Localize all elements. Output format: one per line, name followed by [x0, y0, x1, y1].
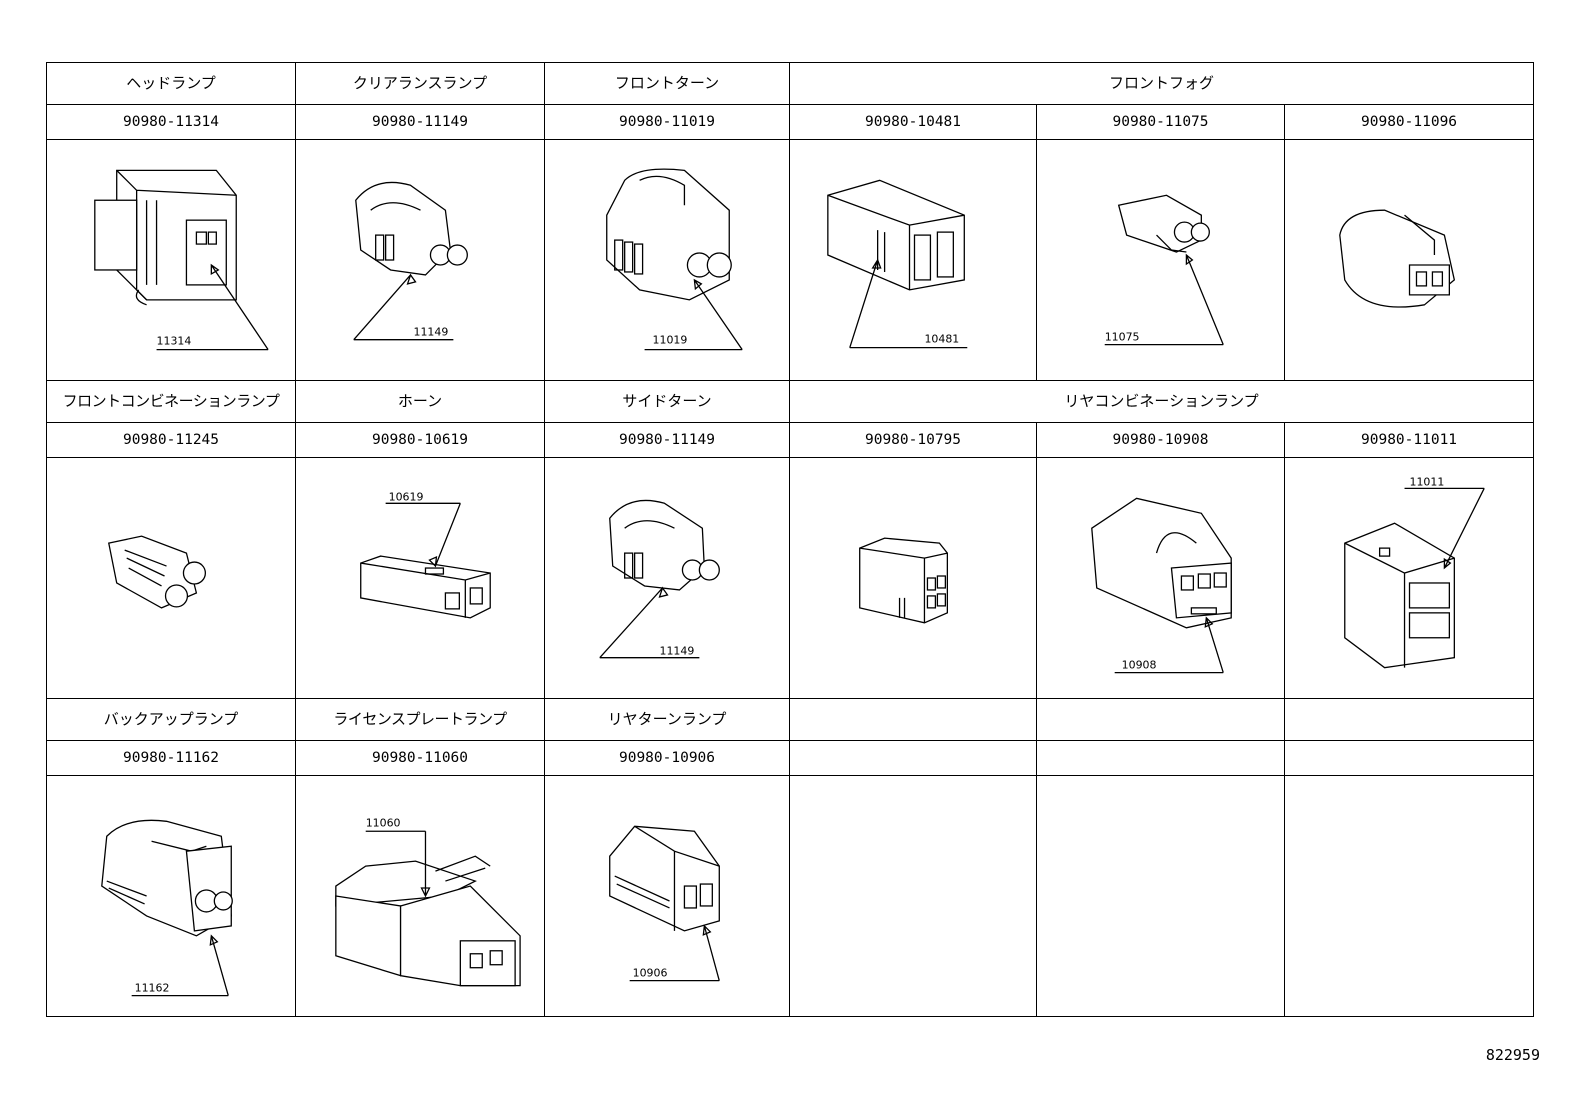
part-number: 90980-11011 [1283, 422, 1535, 458]
connector-illustration: 11060 [335, 816, 521, 987]
label-backup-lamp: バックアップランプ [46, 698, 296, 741]
connector-illustration: 11314 [94, 169, 269, 351]
connector-table: ヘッドランプ クリアランスランプ フロントターン フロントフォグ 90980-1… [46, 62, 1535, 1028]
part-number: 90980-10481 [789, 104, 1037, 140]
label-front-combination-lamp: フロントコンビネーションランプ [46, 380, 296, 423]
connector-illustration [859, 537, 949, 624]
connector-illustration: 10906 [609, 825, 720, 982]
label-clearance-lamp: クリアランスランプ [295, 62, 545, 105]
part-number: 90980-10619 [295, 422, 545, 458]
connector-drawing-10908: 10908 [1036, 457, 1285, 699]
connector-drawing-10619: 10619 [295, 457, 545, 699]
connector-drawing-10906: 10906 [544, 775, 790, 1017]
part-number: 90980-10795 [789, 422, 1037, 458]
callout-label: 11019 [653, 334, 688, 347]
connector-illustration: 11149 [353, 181, 468, 341]
connector-illustration: 11011 [1344, 475, 1485, 669]
part-number: 90980-11096 [1283, 104, 1535, 140]
connector-drawing-11245 [46, 457, 296, 699]
connector-illustration: 11019 [606, 168, 743, 351]
label-empty [1036, 698, 1285, 741]
connector-drawing-11314: 11314 [46, 139, 296, 381]
connector-drawing-11149: 11149 [295, 139, 545, 381]
callout-label: 10908 [1122, 659, 1157, 672]
empty-cell [1036, 775, 1285, 1017]
connector-illustration: 10908 [1091, 497, 1232, 674]
connector-illustration: 11149 [599, 499, 720, 659]
callout-label: 10619 [389, 490, 424, 503]
label-headlamp: ヘッドランプ [46, 62, 296, 105]
part-number: 90980-11314 [46, 104, 296, 140]
connector-illustration: 10481 [827, 179, 968, 349]
callout-label: 10481 [924, 333, 959, 346]
empty-cell [789, 775, 1037, 1017]
connector-drawing-11019: 11019 [544, 139, 790, 381]
connector-drawing-11060: 11060 [295, 775, 545, 1017]
callout-label: 10906 [633, 967, 668, 980]
connector-grid: ヘッドランプ クリアランスランプ フロントターン フロントフォグ 90980-1… [46, 62, 1535, 1017]
connector-drawing-11075: 11075 [1036, 139, 1285, 381]
connector-drawing-11011: 11011 [1283, 457, 1535, 699]
connector-illustration: 11162 [101, 819, 233, 997]
part-number [1283, 740, 1535, 776]
part-number [789, 740, 1037, 776]
callout-label: 11011 [1410, 475, 1445, 488]
callout-label: 11149 [414, 326, 449, 339]
callout-label: 11162 [135, 982, 170, 995]
connector-illustration [1339, 209, 1456, 308]
connector-drawing-10481: 10481 [789, 139, 1037, 381]
part-number [1036, 740, 1285, 776]
label-horn: ホーン [295, 380, 545, 423]
connector-illustration [107, 535, 207, 609]
connector-drawing-11096 [1283, 139, 1535, 381]
part-number: 90980-11149 [544, 422, 790, 458]
connector-drawing-11162: 11162 [46, 775, 296, 1017]
callout-label: 11314 [157, 335, 192, 348]
callout-label: 11149 [660, 645, 695, 658]
label-license-plate-lamp: ライセンスプレートランプ [295, 698, 545, 741]
drawing-code: 822959 [1485, 1046, 1540, 1064]
connector-drawing-10795 [789, 457, 1037, 699]
part-number: 90980-10906 [544, 740, 790, 776]
part-number: 90980-11162 [46, 740, 296, 776]
part-number: 90980-11149 [295, 104, 545, 140]
empty-cell [1283, 775, 1535, 1017]
callout-label: 11075 [1105, 331, 1140, 344]
label-rear-combination-lamp: リヤコンビネーションランプ [788, 380, 1535, 423]
label-side-turn: サイドターン [544, 380, 790, 423]
label-front-turn: フロントターン [544, 62, 790, 105]
part-number: 90980-11019 [544, 104, 790, 140]
part-number: 90980-11245 [46, 422, 296, 458]
part-number: 90980-11060 [295, 740, 545, 776]
connector-illustration: 10619 [360, 490, 491, 619]
part-number: 90980-11075 [1036, 104, 1285, 140]
label-front-fog: フロントフォグ [788, 62, 1535, 105]
label-empty [1283, 698, 1535, 741]
connector-illustration: 11075 [1104, 194, 1224, 346]
label-rear-turn-lamp: リヤターンランプ [544, 698, 790, 741]
connector-drawing-11149-side: 11149 [544, 457, 790, 699]
label-empty [789, 698, 1037, 741]
part-number: 90980-10908 [1036, 422, 1285, 458]
callout-label: 11060 [366, 816, 401, 829]
